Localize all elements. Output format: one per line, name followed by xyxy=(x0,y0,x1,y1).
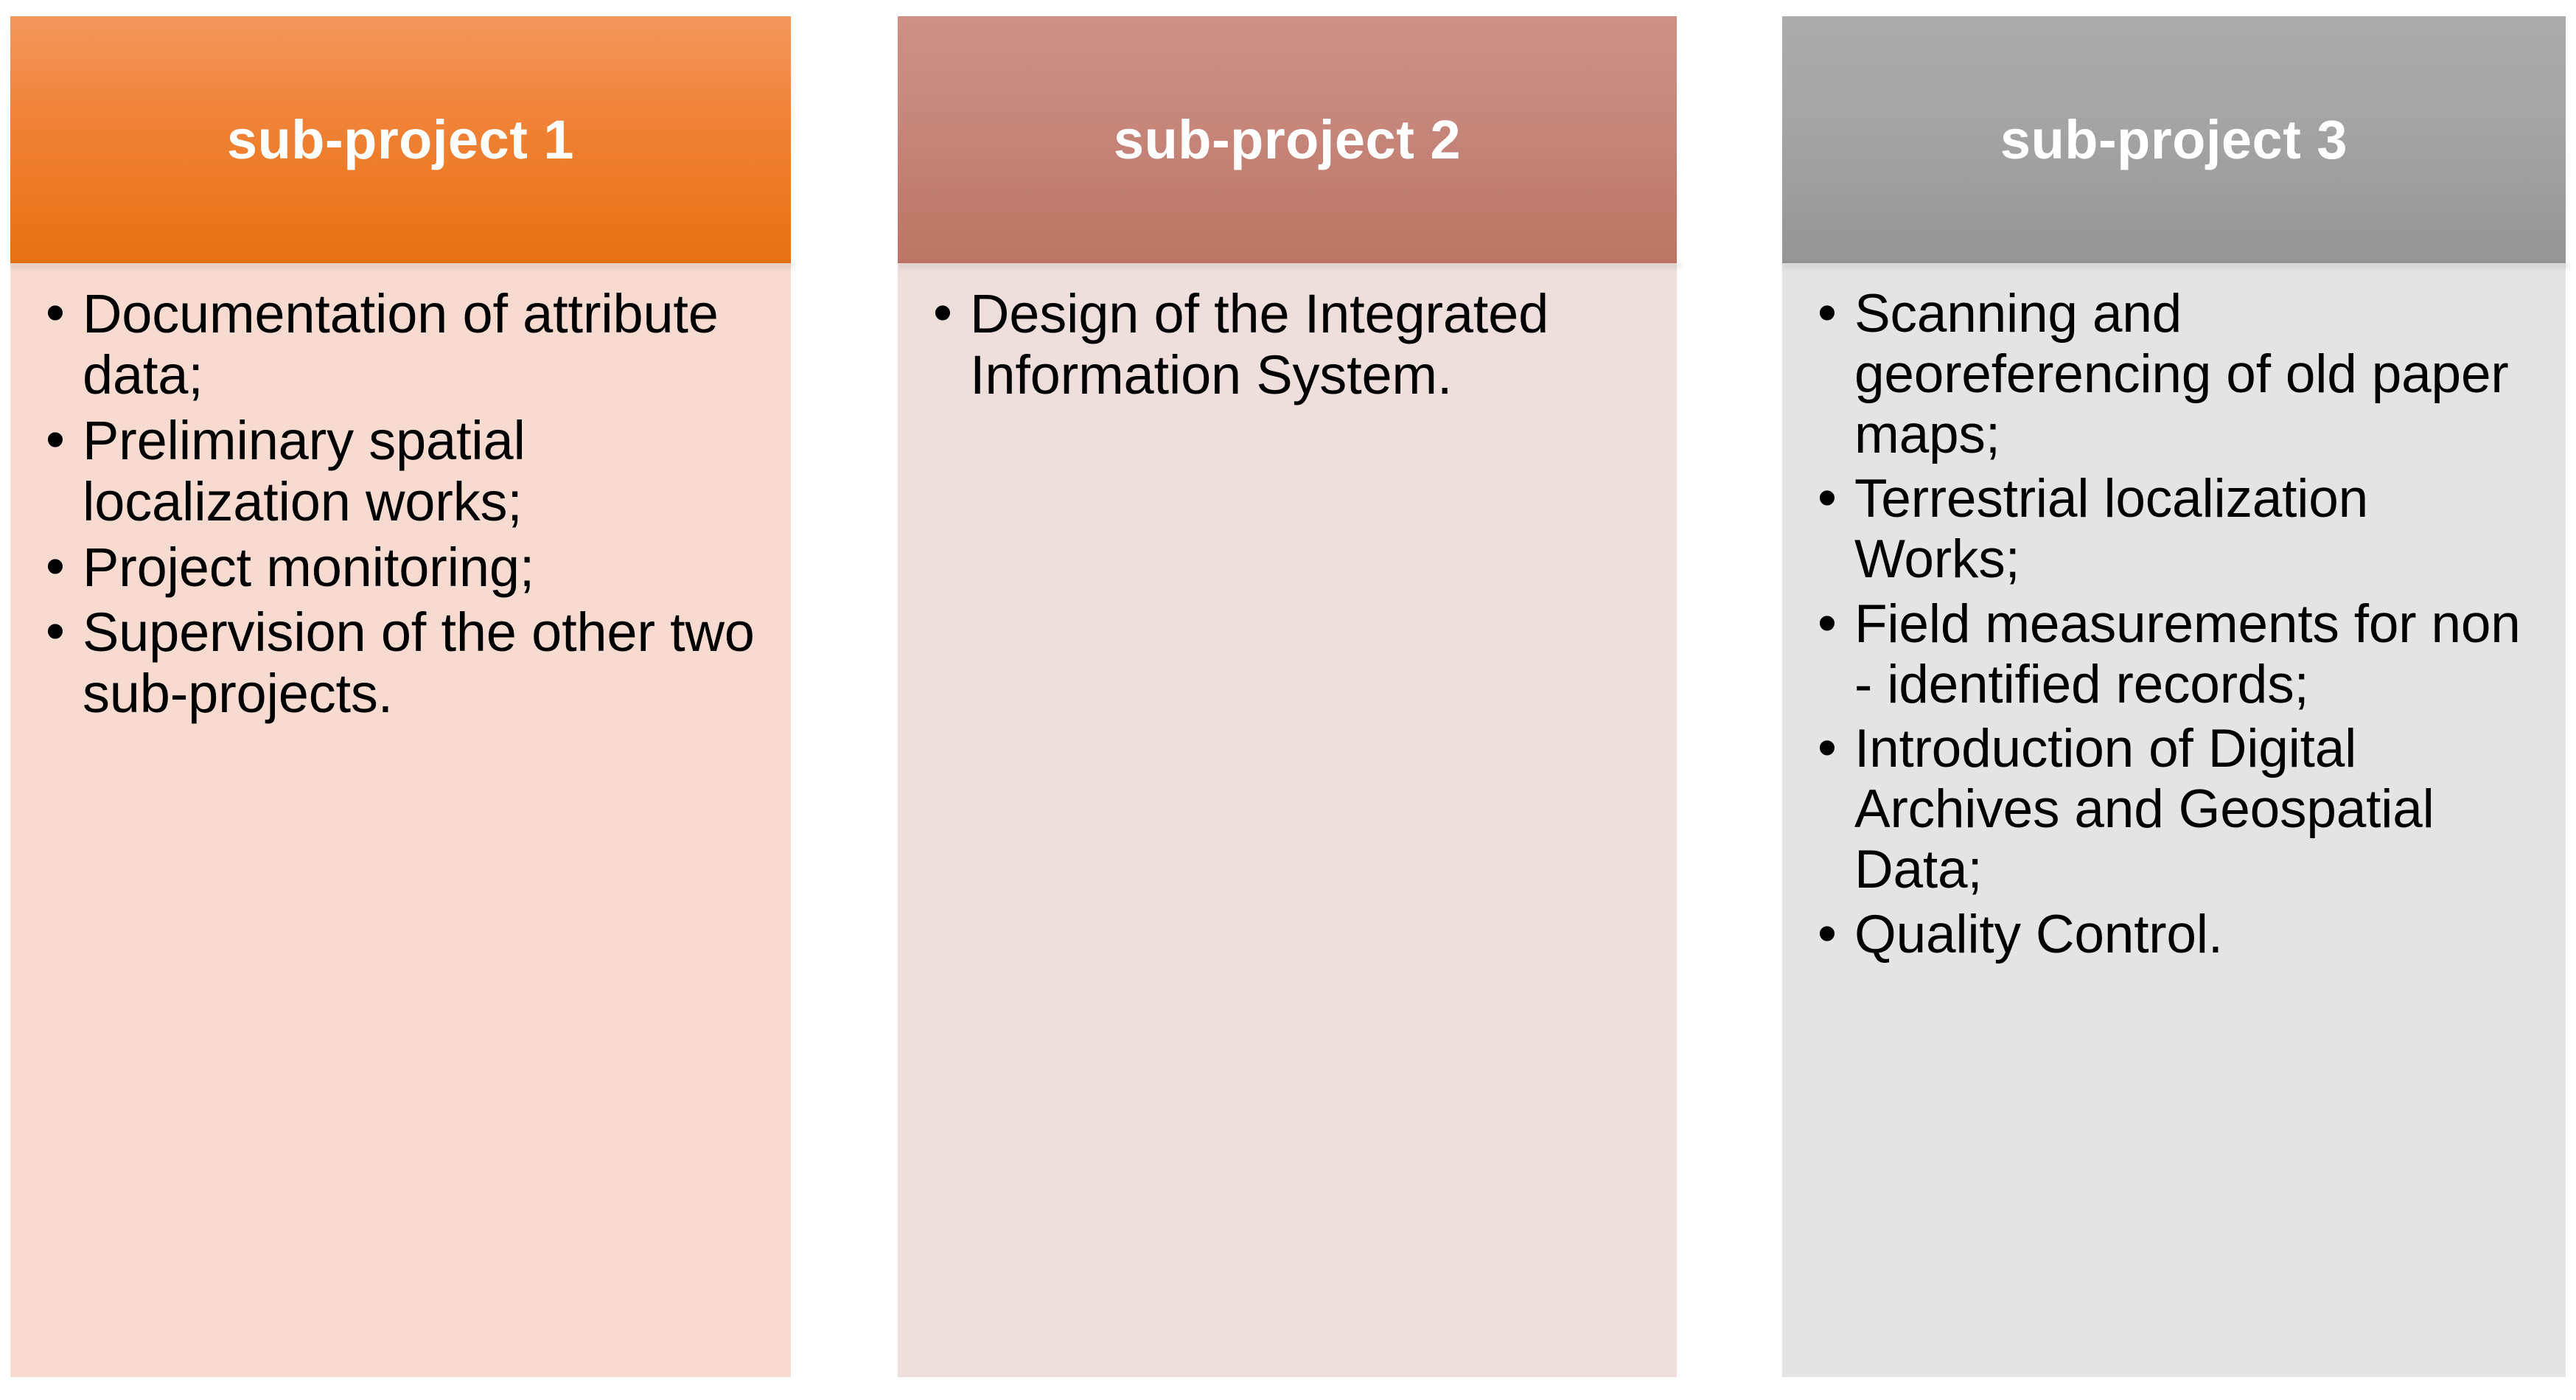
column-header-sub-project-2: sub-project 2 xyxy=(898,16,1677,263)
column-header-sub-project-1: sub-project 1 xyxy=(10,16,791,263)
list-item: Supervision of the other two sub-project… xyxy=(35,601,766,725)
column-sub-project-2: sub-project 2 Design of the Integrated I… xyxy=(898,16,1677,1377)
column-title-sub-project-3: sub-project 3 xyxy=(2000,108,2348,170)
column-body-sub-project-1: Documentation of attribute data; Prelimi… xyxy=(10,263,791,1377)
bullet-list-sub-project-3: Scanning and georeferencing of old paper… xyxy=(1807,282,2541,965)
column-sub-project-1: sub-project 1 Documentation of attribute… xyxy=(10,16,791,1377)
bullet-list-sub-project-2: Design of the Integrated Information Sys… xyxy=(923,282,1652,406)
list-item: Preliminary spatial localization works; xyxy=(35,409,766,533)
list-item: Introduction of Digital Archives and Geo… xyxy=(1807,717,2541,899)
list-item: Quality Control. xyxy=(1807,903,2541,965)
column-title-sub-project-2: sub-project 2 xyxy=(1113,108,1462,170)
bullet-list-sub-project-1: Documentation of attribute data; Prelimi… xyxy=(35,282,766,725)
column-header-sub-project-3: sub-project 3 xyxy=(1782,16,2566,263)
list-item: Design of the Integrated Information Sys… xyxy=(923,282,1652,406)
column-body-sub-project-2: Design of the Integrated Information Sys… xyxy=(898,263,1677,1377)
column-sub-project-3: sub-project 3 Scanning and georeferencin… xyxy=(1782,16,2566,1377)
list-item: Documentation of attribute data; xyxy=(35,282,766,406)
list-item: Field measurements for non - identified … xyxy=(1807,593,2541,715)
list-item: Project monitoring; xyxy=(35,536,766,599)
column-title-sub-project-1: sub-project 1 xyxy=(226,108,575,170)
column-body-sub-project-3: Scanning and georeferencing of old paper… xyxy=(1782,263,2566,1377)
list-item: Scanning and georeferencing of old paper… xyxy=(1807,282,2541,464)
list-item: Terrestrial localization Works; xyxy=(1807,467,2541,590)
